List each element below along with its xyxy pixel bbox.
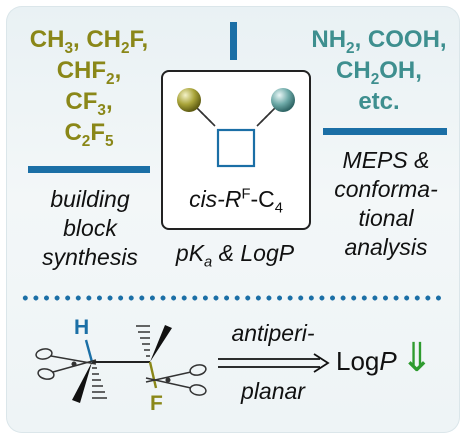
right-caption-line-4: analysis — [344, 234, 428, 260]
left-wedge-bond — [72, 362, 92, 403]
right-underline-bar — [323, 128, 447, 135]
ch-bond — [84, 339, 94, 363]
right-caption-line-3: tional — [358, 205, 414, 231]
cis-rf-c4-label: cis-RF-C4 — [189, 186, 283, 217]
atom-h-label: H — [74, 316, 90, 339]
top-divider-tick — [230, 22, 237, 60]
double-arrow-icon — [218, 353, 330, 373]
hashed-bond-left — [196, 107, 216, 127]
cyclobutane-scaffold-box: cis-RF-C4 — [161, 70, 311, 230]
left-line-1: CH3, CH2F, — [29, 26, 149, 57]
down-arrow-icon: ⇓ — [400, 336, 434, 380]
arrow-label-top: antiperi- — [231, 320, 315, 346]
arrow-label-bottom: planar — [241, 378, 305, 404]
right-substituent-list: NH2, COOH, CH2OH, etc. — [296, 24, 462, 117]
dotted-separator — [20, 295, 446, 301]
right-caption-line-2: conforma- — [334, 176, 438, 202]
scissors-icon — [35, 348, 97, 380]
right-hashed-bond — [136, 325, 150, 357]
right-line-3: etc. — [358, 88, 400, 115]
left-caption-line-1: building — [50, 186, 130, 212]
cf-bond — [148, 361, 158, 389]
left-line-4: C2F5 — [64, 119, 114, 150]
cyclobutane-diagram — [177, 88, 295, 168]
left-caption-line-2: block — [63, 215, 117, 241]
left-caption: building block synthesis — [20, 185, 160, 272]
right-wedge-bond — [150, 325, 172, 362]
pka-logp-label: pKa & LogP — [175, 240, 295, 271]
right-line-2: CH2OH, — [336, 57, 422, 88]
right-caption: MEPS & conforma- tional analysis — [318, 146, 454, 262]
left-hashed-bond — [92, 367, 107, 399]
hashed-bond-right — [256, 107, 276, 127]
antiperiplanar-molecule — [35, 325, 207, 403]
left-underline-bar — [28, 166, 150, 173]
logp-result-label: LogP — [336, 346, 397, 376]
olive-sphere-icon — [177, 88, 201, 112]
teal-sphere-icon — [271, 88, 295, 112]
atom-f-label: F — [150, 392, 163, 415]
left-line-2: CHF2, — [56, 57, 122, 88]
right-line-1: NH2, COOH, — [311, 26, 447, 57]
cyclobutane-square-icon — [216, 128, 256, 168]
left-substituent-list: CH3, CH2F, CHF2, CF3, C2F5 — [14, 24, 164, 150]
left-caption-line-3: synthesis — [42, 244, 138, 270]
right-caption-line-1: MEPS & — [342, 147, 430, 173]
scissors-icon — [145, 364, 207, 396]
left-line-3: CF3, — [65, 88, 113, 119]
